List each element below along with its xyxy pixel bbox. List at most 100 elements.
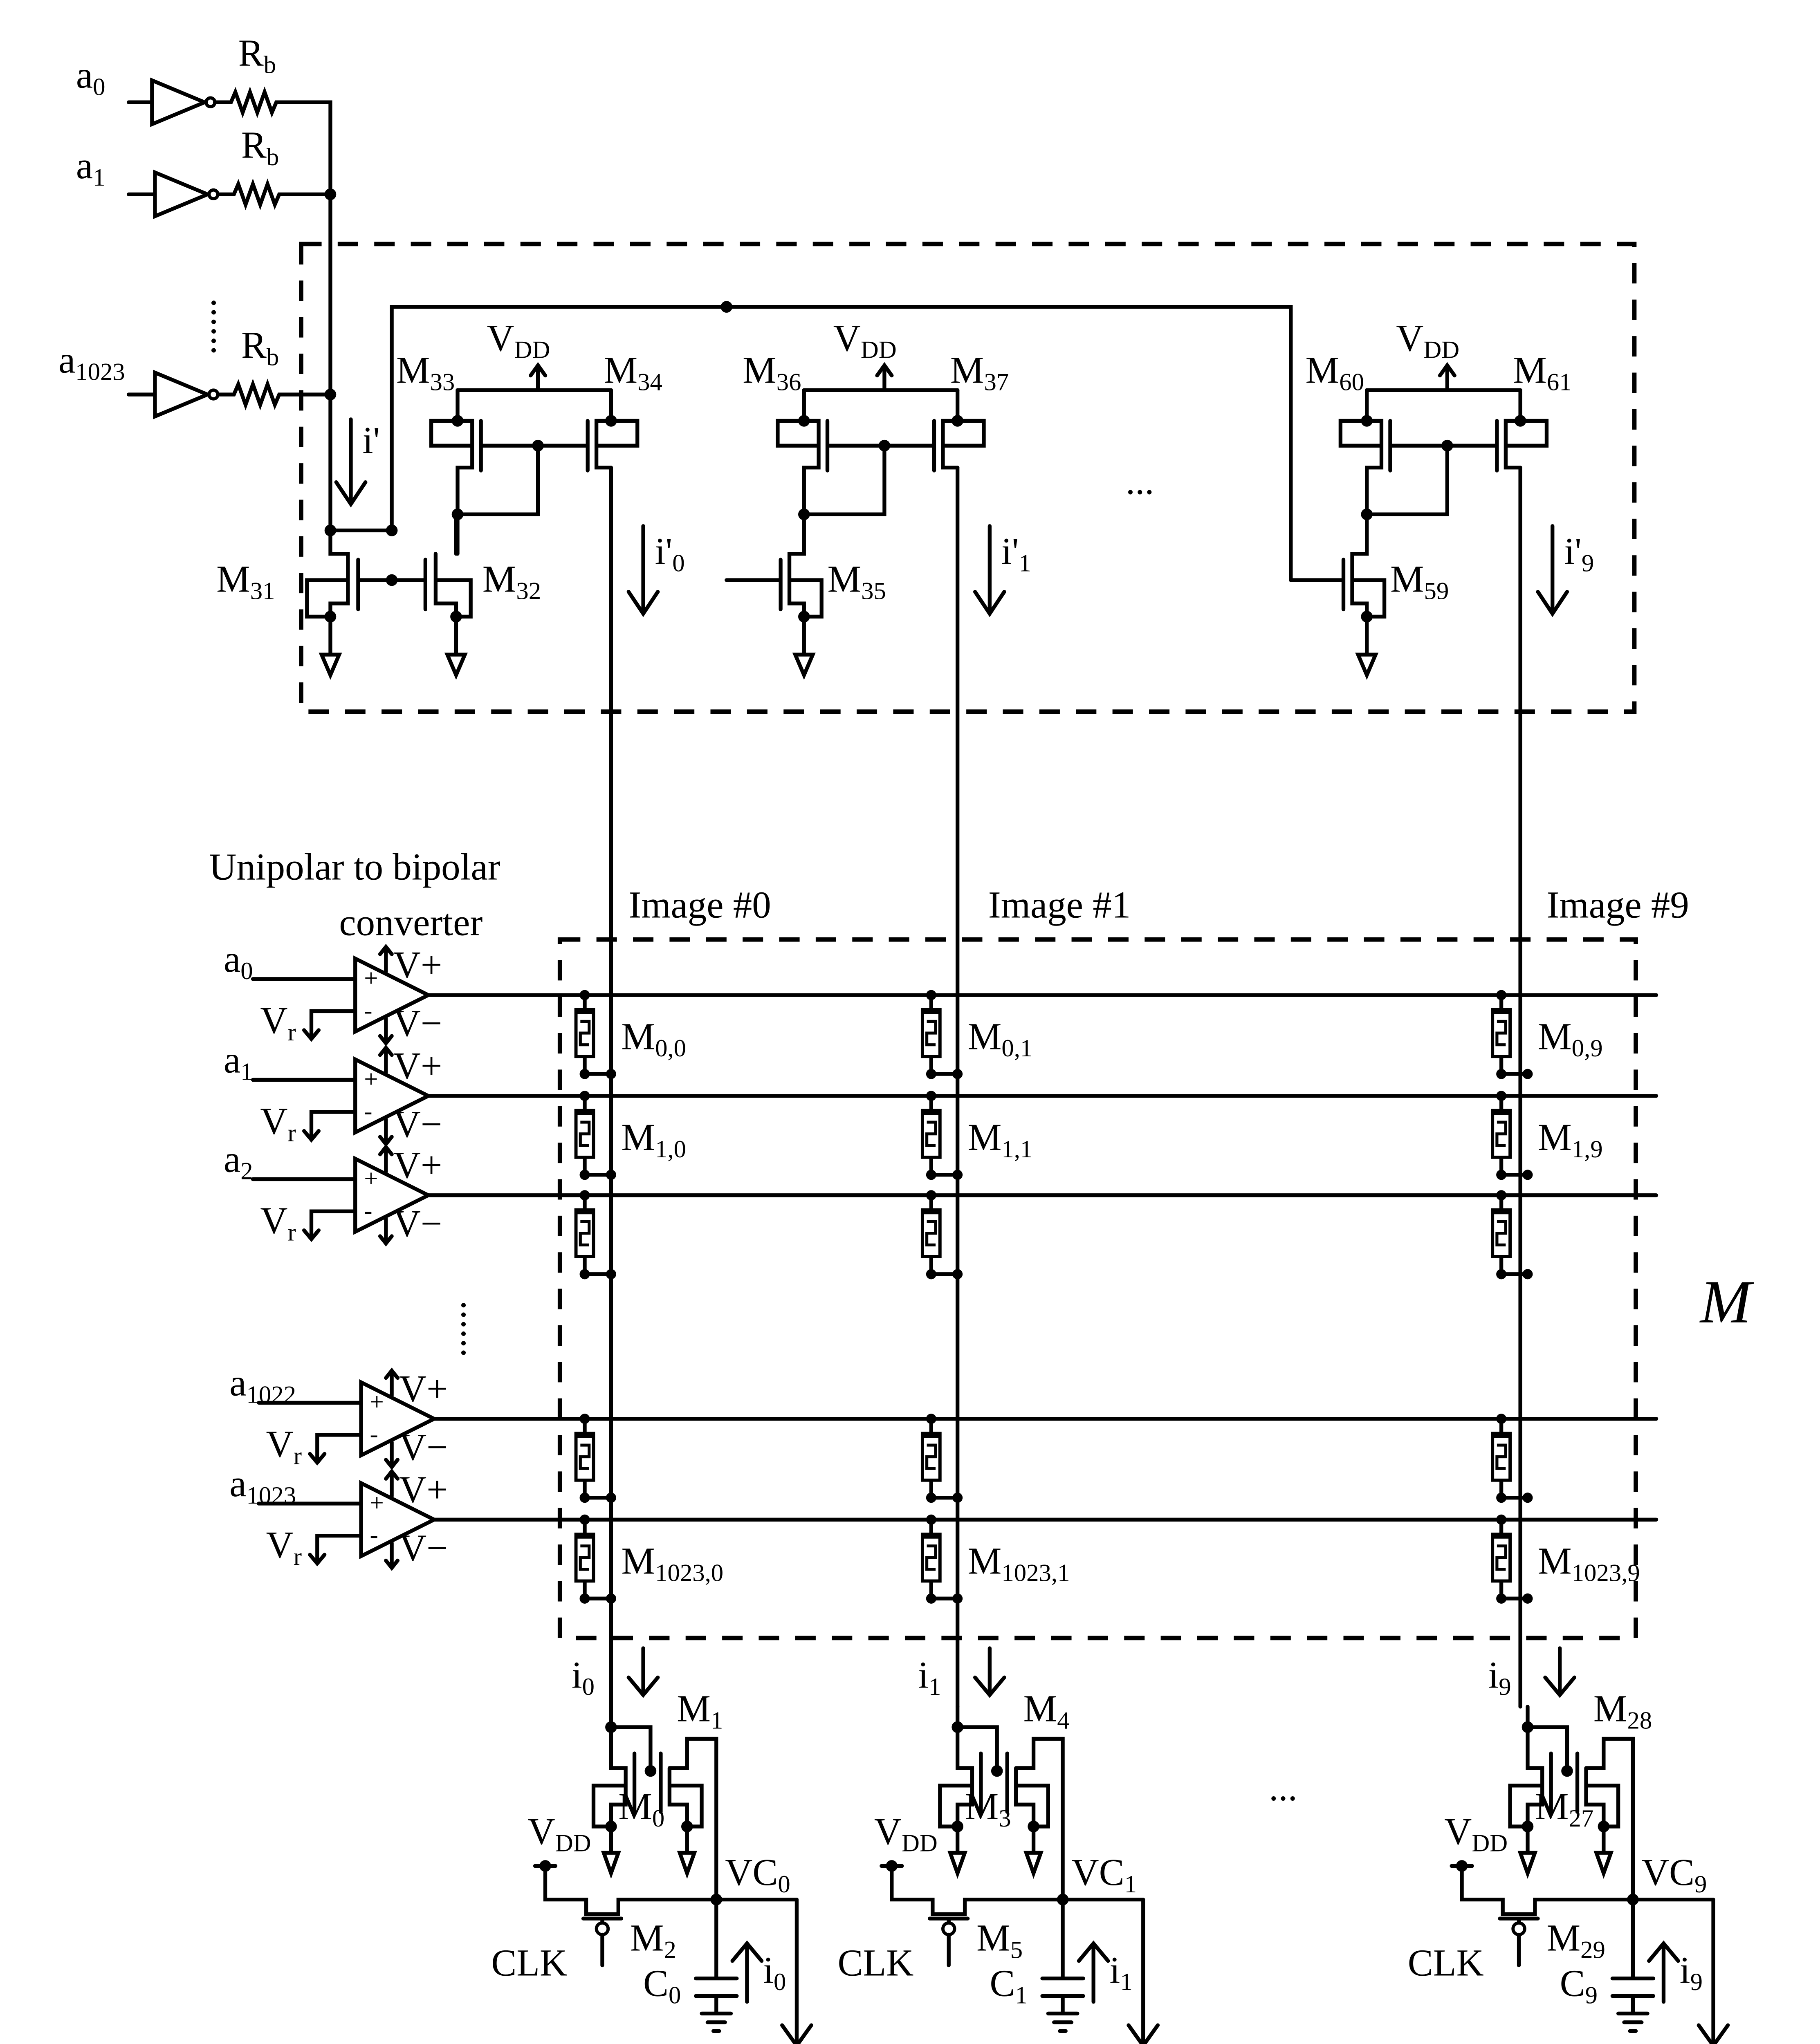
memristor-label: M0,9 — [1538, 1015, 1603, 1062]
svg-text:+: + — [370, 1489, 384, 1517]
current-label: i0 — [572, 1654, 595, 1701]
vdd-arrow-icon — [456, 362, 613, 392]
transistor-label: M0 — [618, 1786, 664, 1832]
converter-title-line1: Unipolar to bipolar — [209, 846, 500, 888]
column-title-image-0: Image #0 — [628, 884, 771, 926]
resistor-label: Rb — [238, 32, 276, 79]
transistor-label: M3 — [965, 1786, 1011, 1832]
vplus-label: V+ — [393, 1144, 442, 1186]
opamp-icon — [359, 1480, 439, 1560]
supply-arrow-icon — [378, 1144, 394, 1247]
input-label: a0 — [224, 938, 253, 985]
vref-label: Vr — [260, 1000, 296, 1046]
inverter-icon — [153, 169, 213, 219]
vdd-label: VDD — [1444, 1811, 1508, 1857]
resistor-rb-icon — [213, 86, 332, 197]
nmos-mirror-icon — [1508, 1705, 1635, 1902]
ground-icon — [601, 1824, 697, 1879]
transistor-label: M61 — [1513, 349, 1571, 396]
vref-label: Vr — [266, 1524, 302, 1571]
resistor-label: Rb — [241, 124, 279, 171]
column-title-image-1: Image #1 — [988, 884, 1131, 926]
current-label: i9 — [1488, 1654, 1511, 1701]
memristor-cell: M1,0 — [574, 1091, 686, 1180]
current-label: i1 — [1110, 1949, 1133, 1996]
nmos-m31-m32-icon — [305, 528, 473, 619]
memristor-label: M1023,9 — [1538, 1540, 1640, 1587]
crossbar-boundary — [557, 937, 1638, 1641]
clk-label: CLK — [491, 1942, 567, 1984]
ground-icon — [947, 1824, 1044, 1879]
current-arrow-icon — [626, 1646, 660, 1698]
svg-text:+: + — [370, 1388, 384, 1416]
pmos-switch-icon — [1450, 1864, 1715, 1925]
vminus-label: V− — [399, 1527, 448, 1569]
vc-label: VC9 — [1642, 1851, 1707, 1898]
inverter-icon — [153, 370, 213, 419]
nmos-icon — [725, 512, 824, 619]
bias-row-1: a1 Rb — [76, 124, 337, 219]
opamp-icon — [353, 1155, 433, 1235]
ellipsis-vertical: ...... — [203, 298, 245, 355]
capacitor-label: C9 — [1560, 1963, 1598, 2009]
supply-arrow-icon — [384, 1468, 400, 1571]
memristor-cell — [574, 1190, 616, 1280]
current-label: i'0 — [655, 531, 685, 577]
inverter-icon — [150, 77, 210, 127]
svg-text:-: - — [364, 1098, 372, 1125]
svg-text:-: - — [364, 1197, 372, 1224]
svg-text:-: - — [364, 997, 372, 1024]
memristor-cell — [574, 1414, 616, 1503]
svg-text:-: - — [370, 1522, 378, 1549]
crossbar-label-M: M — [1699, 1268, 1754, 1336]
current-arrow-icon — [1647, 1940, 1680, 2004]
svg-text:+: + — [364, 1165, 378, 1192]
transistor-label: M27 — [1535, 1786, 1593, 1832]
vdd-label: VDD — [1396, 317, 1459, 364]
resistor-rb-icon — [216, 178, 332, 211]
transistor-label: M37 — [950, 349, 1009, 396]
input-label: a1022 — [229, 1362, 296, 1408]
bias-row-1023: a1023 Rb — [58, 325, 337, 419]
transistor-label: M35 — [828, 558, 886, 605]
memristor-cell — [920, 1190, 963, 1280]
vdd-label: VDD — [874, 1811, 938, 1857]
memristor-cell: M0,1 — [920, 990, 1033, 1079]
ellipsis-vertical: ...... — [453, 1300, 496, 1357]
gate-bus-wire — [390, 305, 1293, 582]
pmos-mirror-icon — [1338, 388, 1549, 516]
column-title-image-9: Image #9 — [1546, 884, 1689, 926]
capacitor-icon — [1610, 1897, 1656, 2033]
vplus-label: V+ — [393, 1045, 442, 1087]
memristor-label: M0,1 — [968, 1015, 1033, 1062]
transistor-label: M34 — [604, 349, 662, 396]
current-label: i'1 — [1001, 531, 1031, 577]
resistor-label: Rb — [241, 325, 279, 371]
memristor-cell — [1491, 1414, 1533, 1503]
pmos-mirror-icon — [776, 388, 986, 516]
memristor-cell: M1,1 — [920, 1091, 1032, 1180]
memristor-cell — [1491, 1190, 1533, 1280]
pmos-switch-icon — [533, 1864, 799, 1925]
vdd-arrow-icon — [1365, 362, 1522, 392]
unipolar-bipolar-converter: Unipolar to bipolar converter +-V+V−Vra0… — [209, 846, 1658, 1571]
vminus-label: V− — [393, 1103, 442, 1145]
current-arrow-icon — [973, 1646, 1006, 1698]
transistor-label: M1 — [677, 1688, 723, 1735]
memristor-label: M1,9 — [1538, 1116, 1603, 1163]
input-label-a1023: a1023 — [58, 339, 125, 385]
vc-label: VC0 — [725, 1851, 790, 1898]
input-label-a1: a1 — [76, 145, 105, 191]
memristor-cell — [920, 1414, 963, 1503]
vdd-arrow-icon — [802, 362, 960, 392]
current-arrow-icon — [973, 524, 1006, 617]
transistor-label: M29 — [1546, 1917, 1605, 1964]
current-arrow-icon — [1077, 1940, 1110, 2004]
svg-text:+: + — [364, 1065, 378, 1093]
